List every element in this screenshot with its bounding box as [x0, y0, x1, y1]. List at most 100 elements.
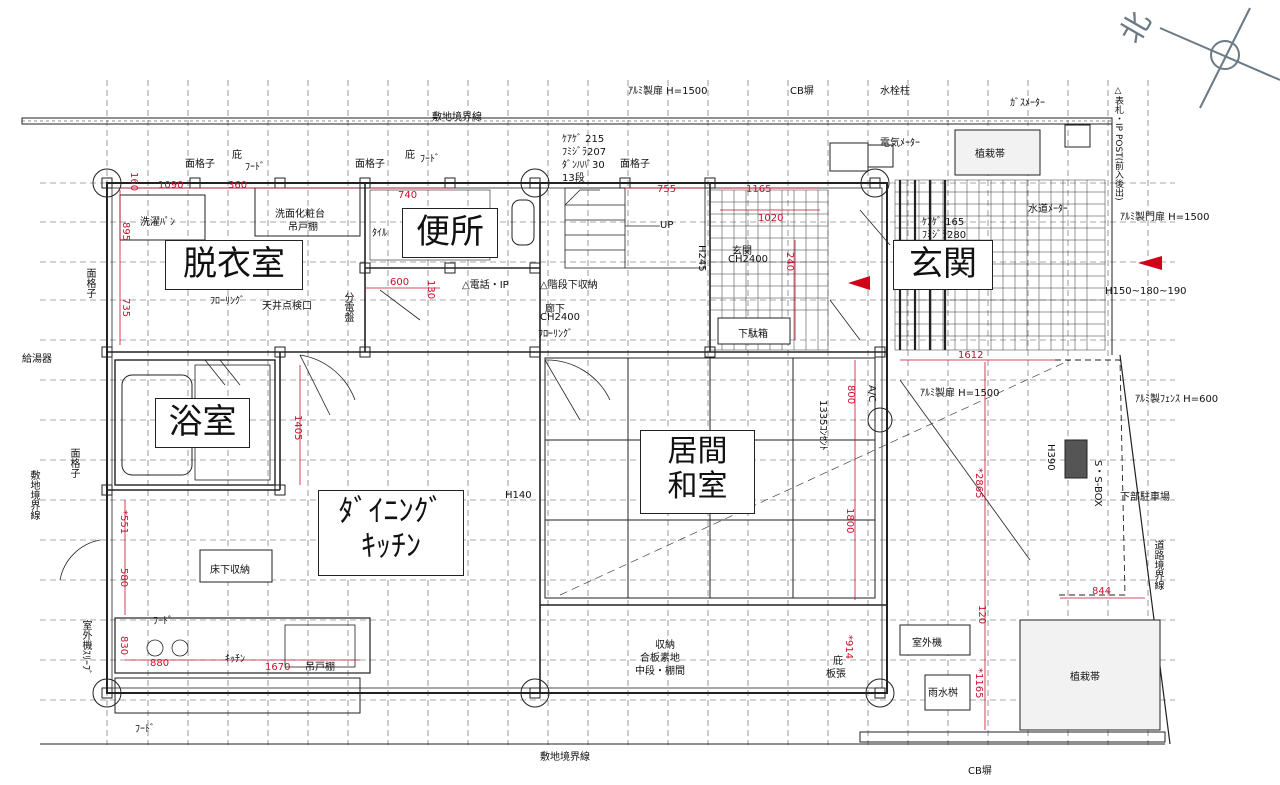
label-hall2: CH2400 — [540, 312, 580, 323]
label-shoe-box: 下駄箱 — [738, 329, 768, 340]
room-bath-label: 浴室 — [168, 402, 237, 442]
label-planter-top: 植栽帯 — [975, 149, 1005, 160]
label-outdoor-unit: 室外機 — [912, 638, 942, 649]
room-entrance: 玄関 — [893, 240, 993, 290]
label-planter-bottom: 植栽帯 — [1070, 672, 1100, 683]
staircase — [564, 187, 706, 269]
label-lattice3: 面格子 — [620, 159, 650, 170]
north-compass — [1159, 7, 1280, 109]
label-lattice2: 面格子 — [355, 159, 385, 170]
dim-390: H390 — [1045, 444, 1056, 471]
label-genkan-small: 玄関 — [732, 246, 752, 257]
label-flooring: ﾌﾛｰﾘﾝｸﾞ — [210, 296, 245, 307]
dim-1800: 1800 — [844, 508, 855, 534]
label-up: UP — [660, 220, 674, 231]
label-road-boundary: 道路境界線 — [1152, 540, 1163, 590]
label-stair-spec4: 13段 — [562, 173, 585, 184]
room-bath: 浴室 — [155, 398, 250, 448]
meter-boxes — [829, 124, 1091, 172]
room-toilet-label: 便所 — [416, 212, 484, 252]
dim-880: 880 — [150, 658, 170, 669]
label-lattice1: 面格子 — [185, 159, 215, 170]
label-water-heater: 給湯器 — [22, 354, 52, 365]
dim-830: 830 — [118, 636, 129, 656]
label-lattice-side1: 面格子 — [84, 268, 95, 298]
label-stair-spec2: ﾌﾐｼﾞﾗ207 — [562, 147, 607, 158]
label-hood3: ﾌｰﾄﾞ — [153, 616, 173, 627]
label-parking: 下部駐車場 — [1120, 492, 1170, 503]
label-hall1: 廊下 — [545, 304, 565, 315]
label-cb-fence-top: CB塀 — [790, 86, 814, 97]
label-boundary-top: 敷地境界線 — [432, 112, 482, 123]
label-ceiling-hatch: 天井点検口 — [262, 301, 312, 312]
label-boundary-bottom: 敷地境界線 — [540, 752, 590, 763]
dim-1090: 1090 — [158, 180, 184, 191]
label-genkan-ch: CH2400 — [728, 254, 768, 265]
site-boundary-top — [21, 117, 1113, 125]
dim-580: 580 — [118, 568, 129, 588]
label-h140: H140 — [505, 490, 532, 501]
label-eave2: 庇 — [405, 150, 415, 161]
label-breaker: 分電盤 — [342, 292, 353, 322]
dim-1612: 1612 — [958, 350, 984, 361]
label-vanity2: 吊戸棚 — [288, 222, 318, 233]
label-alum-door-mid: ｱﾙﾐ製扉 H=1500 — [920, 388, 1000, 399]
label-tel-ip: △電話・IP — [462, 280, 509, 291]
label-cb-fence-bottom: CB塀 — [968, 766, 992, 777]
dim-360: 360 — [228, 180, 248, 191]
label-h150: H150~180~190 — [1105, 286, 1187, 297]
label-alum-door-top: ｱﾙﾐ製扉 H=1500 — [628, 86, 708, 97]
room-living-line1: 居間 — [667, 434, 728, 469]
label-entry-spec2: ﾌﾐｼﾞﾗ280 — [922, 230, 967, 241]
room-living-line2: 和室 — [667, 468, 728, 504]
parking-area — [1055, 359, 1126, 596]
label-outlet: 1335ｺﾝｾﾝﾄ — [817, 400, 828, 451]
label-cupboard: 吊戸棚 — [305, 662, 335, 673]
dim-160a: 160 — [128, 172, 139, 192]
door-swings — [59, 209, 891, 581]
site-boundary-bottom — [40, 731, 1166, 745]
label-storage1: 収納 — [655, 640, 675, 651]
dim-1020: 1020 — [758, 213, 784, 224]
label-hall3: ﾌﾛｰﾘﾝｸﾞ — [538, 329, 573, 340]
label-elec-meter: 電気ﾒｰﾀｰ — [880, 138, 920, 149]
label-water-meter: 水道ﾒｰﾀｰ — [1028, 204, 1068, 215]
label-gas-meter: ｶﾞｽﾒｰﾀｰ — [1010, 98, 1045, 109]
under-floor-storage — [199, 549, 273, 583]
dim-735: 735 — [120, 298, 131, 318]
dim-914: *914 — [843, 635, 854, 660]
dim-844: 844 — [1092, 586, 1112, 597]
living-diagonal — [559, 359, 1071, 596]
label-eave-plank2: 板張 — [826, 669, 846, 680]
label-outdoor-unit-side: 室外機ｽﾘｰﾌﾞ — [80, 620, 91, 675]
dim-895: 895 — [120, 222, 131, 242]
dimension-lines — [119, 187, 1145, 730]
label-sbox: S・S-BOX — [1092, 460, 1103, 507]
planter-bottom — [1019, 619, 1161, 731]
label-lattice-side2: 面格子 — [68, 448, 79, 478]
label-stair-spec1: ｹｱｹﾞ 215 — [562, 134, 605, 145]
room-toilet: 便所 — [402, 208, 498, 258]
outdoor-unit — [899, 624, 971, 656]
label-hydrant: 水栓柱 — [880, 86, 910, 97]
dim-551: *551 — [118, 510, 129, 535]
dim-600: 600 — [390, 277, 410, 288]
road-boundary-line — [1119, 354, 1171, 745]
room-dressing-label: 脱衣室 — [183, 244, 285, 284]
label-hood1: ﾌｰﾄﾞ — [245, 162, 265, 173]
dim-120: 120 — [976, 605, 987, 625]
shoe-box — [717, 317, 791, 345]
label-alum-fence: ｱﾙﾐ製ﾌｪﾝｽ H=600 — [1135, 394, 1219, 405]
dim-800: 800 — [845, 385, 856, 405]
label-postbox: △表札・IP POST(前入後出) — [1113, 86, 1123, 201]
room-living: 居間 和室 — [640, 430, 755, 514]
room-dining-line2: ｷｯﾁﾝ — [361, 528, 421, 564]
dim-130: 130 — [425, 280, 436, 300]
kitchen-counter — [114, 617, 371, 714]
label-entry-spec1: ｹｱｹﾞ 165 — [922, 217, 965, 228]
entrance-arrows — [848, 256, 1162, 290]
label-rain-tank: 雨水桝 — [928, 688, 958, 699]
entry-arrow-line — [899, 379, 1031, 561]
dim-240: 240 — [784, 252, 795, 272]
rain-tank — [924, 674, 971, 711]
